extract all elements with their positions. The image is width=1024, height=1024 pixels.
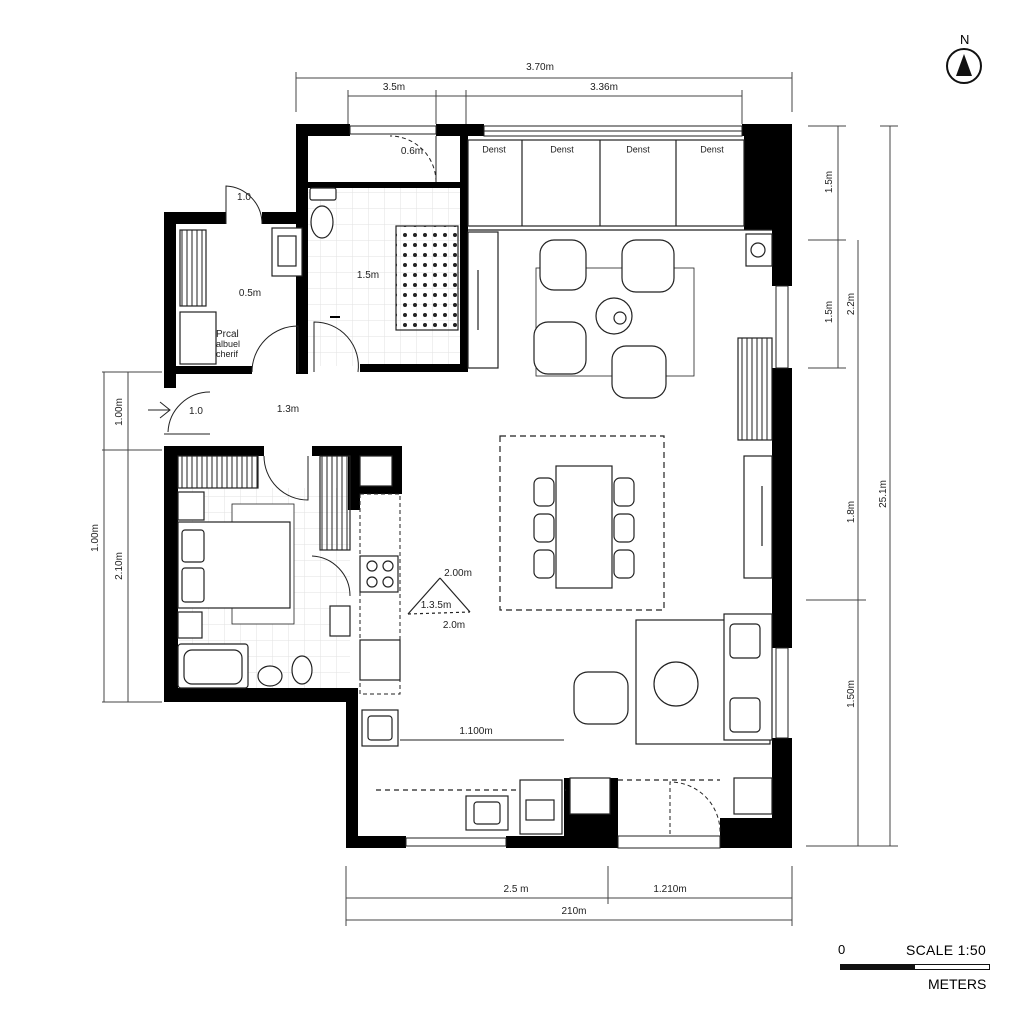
- dim-right-4: 1.8m: [846, 500, 857, 524]
- dim-right-1: 1.5m: [824, 170, 835, 194]
- dim-right-5: 1.50m: [846, 680, 857, 708]
- dim-right-3: 2.2m: [846, 292, 857, 316]
- window-label-4: Denst: [700, 144, 724, 155]
- dim-bottom-left: 2.5 m: [503, 884, 529, 895]
- dim-top-right: 3.36m: [590, 82, 618, 93]
- label-counter: 1.100m: [459, 726, 493, 737]
- window-bays: [467, 139, 772, 231]
- label-kitchen-dim-1: 2.00m: [444, 568, 472, 579]
- north-compass: N: [944, 32, 988, 94]
- dim-left-3: 2.10m: [114, 552, 125, 580]
- dim-top-left: 3.5m: [382, 82, 406, 93]
- label-bathroom-top: 1.5m: [356, 270, 380, 281]
- walls: [164, 124, 792, 848]
- dim-right-2: 1.5m: [824, 300, 835, 324]
- dimension-lines: [102, 72, 898, 926]
- dim-left-2: 1.00m: [90, 524, 101, 552]
- dim-right-overall: 25.1m: [878, 480, 889, 508]
- label-kitchen-dim-3: 2.0m: [442, 620, 466, 631]
- scale-unit: METERS: [928, 976, 987, 992]
- scale-title: SCALE 1:50: [906, 942, 987, 958]
- label-storage: 0.5m: [238, 288, 262, 299]
- compass-label: N: [960, 32, 970, 47]
- label-kitchen-dim-2: 1.3.5m: [420, 600, 452, 611]
- window-label-3: Denst: [626, 144, 650, 155]
- window-label-2: Denst: [550, 144, 574, 155]
- label-entry-door: 1.0: [237, 192, 251, 203]
- scale-zero: 0: [838, 942, 846, 957]
- fixtures: [177, 187, 773, 835]
- compass-ring-icon: [946, 48, 982, 84]
- scale-bar-fill: [841, 965, 915, 969]
- storage-note-line-1: Prcal: [216, 329, 239, 340]
- label-hall: 1.3m: [276, 404, 300, 415]
- label-front-door: 1.0: [189, 406, 203, 417]
- storage-note-line-3: cherif: [216, 349, 239, 359]
- dim-bottom-overall: 210m: [561, 906, 587, 917]
- dim-bottom-right: 1.210m: [653, 884, 687, 895]
- door-swings: [148, 135, 721, 835]
- window-label-1: Denst: [482, 144, 506, 155]
- storage-note-line-2: albuel: [216, 339, 241, 349]
- label-closet-top: 0.6m: [400, 146, 424, 157]
- windows: [349, 125, 789, 849]
- dim-top-overall: 3.70m: [526, 62, 554, 73]
- scale-bar: [840, 964, 990, 970]
- dim-left-1: 1.00m: [114, 398, 125, 426]
- scale-legend: 0 SCALE 1:50 METERS: [836, 940, 996, 1000]
- north-arrow-icon: [956, 54, 972, 76]
